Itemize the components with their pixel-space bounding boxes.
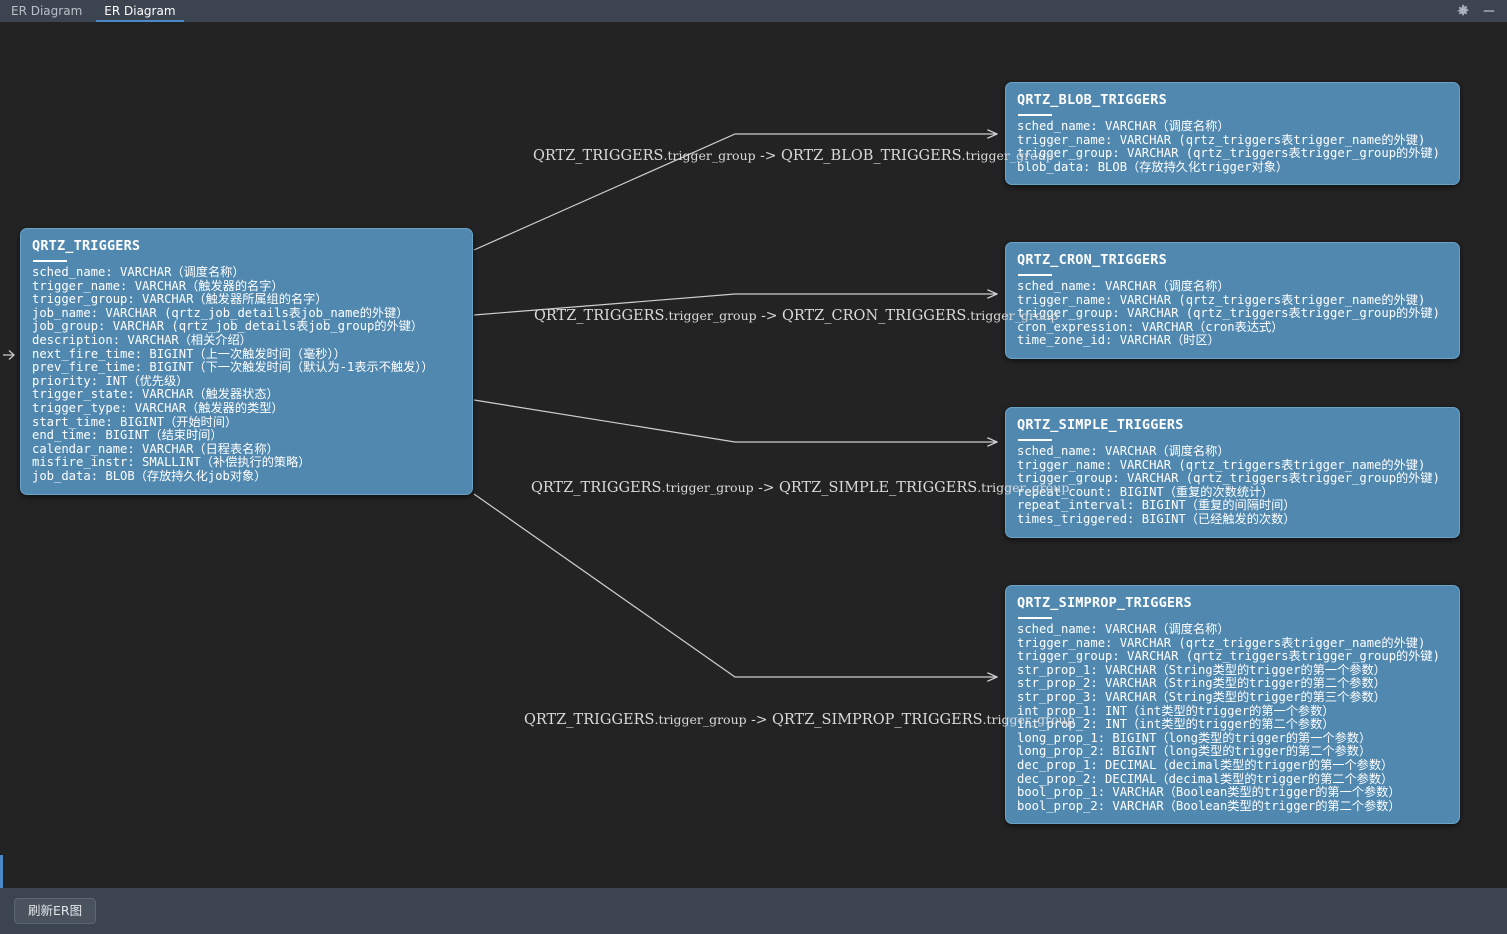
entity-field: job_data: BLOB（存放持久化job对象）: [32, 468, 267, 483]
entity-field: end_time: BIGINT（结束时间）: [32, 428, 223, 443]
entity-field: start_time: BIGINT（开始时间）: [32, 414, 238, 429]
entity-field: trigger_group: VARCHAR (qrtz_triggers表tr…: [1017, 649, 1440, 664]
entity-field: trigger_name: VARCHAR (qrtz_triggers表tri…: [1017, 132, 1426, 147]
entity-field: sched_name: VARCHAR（调度名称）: [1017, 119, 1230, 133]
edge-rel-simprop: [473, 493, 997, 677]
entity-field: repeat_interval: BIGINT（重复的间隔时间）: [1017, 498, 1296, 513]
entity-title-divider: [1018, 617, 1052, 619]
entity-field: trigger_state: VARCHAR（触发器状态）: [32, 387, 279, 402]
entity-field: trigger_group: VARCHAR (qrtz_triggers表tr…: [1017, 306, 1440, 321]
entity-field: priority: INT（优先级）: [32, 373, 189, 388]
entity-field: str_prop_1: VARCHAR（String类型的trigger的第一个…: [1017, 662, 1386, 677]
left-strip: [0, 22, 3, 888]
tab-er-diagram-1[interactable]: ER Diagram: [11, 4, 83, 18]
entity-field: sched_name: VARCHAR（调度名称）: [32, 265, 245, 279]
edge-label-rel-blob: QRTZ_TRIGGERS.trigger_group -> QRTZ_BLOB…: [533, 148, 1054, 164]
entity-qrtz_simple_triggers[interactable]: QRTZ_SIMPLE_TRIGGERS sched_name: VARCHAR（…: [1005, 407, 1460, 538]
entity-field: time_zone_id: VARCHAR（时区）: [1017, 333, 1220, 348]
minimize-icon[interactable]: [1482, 4, 1496, 18]
entity-field: job_name: VARCHAR (qrtz_job_details表job_…: [32, 305, 409, 320]
entity-field: trigger_name: VARCHAR（触发器的名字）: [32, 278, 284, 293]
entity-field-list: sched_name: VARCHAR（调度名称）trigger_name: V…: [32, 265, 461, 484]
entity-field: sched_name: VARCHAR（调度名称）: [1017, 622, 1230, 636]
entity-field: job_group: VARCHAR (qrtz_job_details表job…: [32, 319, 424, 334]
entity-field: bool_prop_1: VARCHAR（Boolean类型的trigger的第…: [1017, 785, 1401, 800]
entity-field: times_triggered: BIGINT（已经触发的次数）: [1017, 511, 1296, 526]
incoming-edge-arrow-icon: [1, 347, 17, 363]
titlebar-buttons: [1456, 0, 1507, 22]
entity-field: trigger_name: VARCHAR (qrtz_triggers表tri…: [1017, 457, 1426, 472]
entity-field: dec_prop_2: DECIMAL（decimal类型的trigger的第二…: [1017, 771, 1394, 786]
entity-title-divider: [1018, 439, 1052, 441]
bottom-toolbar: 刷新ER图: [0, 888, 1507, 934]
entity-field: trigger_name: VARCHAR (qrtz_triggers表tri…: [1017, 292, 1426, 307]
entity-title-divider: [1018, 274, 1052, 276]
entity-field: next_fire_time: BIGINT（上一次触发时间（毫秒））: [32, 346, 346, 361]
tab-er-diagram-2[interactable]: ER Diagram: [93, 0, 186, 22]
window-titlebar: ER Diagram ER Diagram: [0, 0, 1507, 22]
tab-strip: ER Diagram ER Diagram: [0, 0, 187, 22]
edge-label-rel-cron: QRTZ_TRIGGERS.trigger_group -> QRTZ_CRON…: [534, 308, 1059, 324]
edge-label-rel-simprop: QRTZ_TRIGGERS.trigger_group -> QRTZ_SIMP…: [524, 712, 1075, 728]
entity-title: QRTZ_TRIGGERS: [32, 238, 141, 254]
entity-title-divider: [1018, 114, 1052, 116]
entity-field: sched_name: VARCHAR（调度名称）: [1017, 279, 1230, 293]
entity-title: QRTZ_SIMPROP_TRIGGERS: [1017, 595, 1192, 611]
edge-rel-blob: [473, 134, 997, 251]
entity-field: description: VARCHAR（相关介绍）: [32, 332, 252, 347]
entity-field: trigger_group: VARCHAR (qrtz_triggers表tr…: [1017, 146, 1440, 161]
edge-label-rel-simple: QRTZ_TRIGGERS.trigger_group -> QRTZ_SIMP…: [531, 480, 1070, 496]
entity-field-list: sched_name: VARCHAR（调度名称）trigger_name: V…: [1017, 279, 1448, 348]
edge-rel-simple: [473, 399, 997, 442]
entity-field: long_prop_1: BIGINT（long类型的trigger的第一个参数…: [1017, 730, 1372, 745]
entity-field-list: sched_name: VARCHAR（调度名称）trigger_name: V…: [1017, 444, 1448, 527]
entity-qrtz_cron_triggers[interactable]: QRTZ_CRON_TRIGGERS sched_name: VARCHAR（调度…: [1005, 242, 1460, 359]
entity-field-list: sched_name: VARCHAR（调度名称）trigger_name: V…: [1017, 622, 1448, 813]
entity-qrtz_simprop_triggers[interactable]: QRTZ_SIMPROP_TRIGGERS sched_name: VARCHAR…: [1005, 585, 1460, 825]
entity-field: int_prop_1: INT（int类型的trigger的第一个参数）: [1017, 703, 1335, 718]
entity-field: str_prop_2: VARCHAR（String类型的trigger的第二个…: [1017, 676, 1386, 691]
entity-field: repeat_count: BIGINT（重复的次数统计）: [1017, 484, 1274, 499]
entity-field-list: sched_name: VARCHAR（调度名称）trigger_name: V…: [1017, 119, 1448, 174]
entity-field: calendar_name: VARCHAR（日程表名称）: [32, 441, 279, 456]
entity-field: long_prop_2: BIGINT（long类型的trigger的第二个参数…: [1017, 744, 1372, 759]
entity-field: sched_name: VARCHAR（调度名称）: [1017, 444, 1230, 458]
entity-field: misfire_instr: SMALLINT（补偿执行的策略）: [32, 455, 311, 470]
gear-icon[interactable]: [1456, 4, 1470, 18]
refresh-er-diagram-button[interactable]: 刷新ER图: [14, 898, 97, 924]
entity-field: trigger_name: VARCHAR (qrtz_triggers表tri…: [1017, 635, 1426, 650]
entity-title-divider: [33, 260, 67, 262]
entity-field: int_prop_2: INT（int类型的trigger的第二个参数）: [1017, 717, 1335, 732]
entity-title: QRTZ_BLOB_TRIGGERS: [1017, 92, 1167, 108]
entity-field: bool_prop_2: VARCHAR（Boolean类型的trigger的第…: [1017, 798, 1401, 813]
edge-rel-cron: [473, 294, 997, 316]
entity-field: trigger_type: VARCHAR（触发器的类型）: [32, 400, 284, 415]
titlebar-spacer: [187, 0, 1456, 22]
entity-field: str_prop_3: VARCHAR（String类型的trigger的第三个…: [1017, 689, 1386, 704]
entity-qrtz_blob_triggers[interactable]: QRTZ_BLOB_TRIGGERS sched_name: VARCHAR（调度…: [1005, 82, 1460, 186]
entity-field: prev_fire_time: BIGINT（下一次触发时间（默认为-1表示不触…: [32, 360, 434, 375]
entity-title: QRTZ_SIMPLE_TRIGGERS: [1017, 417, 1184, 433]
entity-field: trigger_group: VARCHAR（触发器所属组的名字）: [32, 292, 328, 307]
entity-field: trigger_group: VARCHAR (qrtz_triggers表tr…: [1017, 471, 1440, 486]
entity-field: cron_expression: VARCHAR（cron表达式）: [1017, 319, 1284, 334]
entity-field: dec_prop_1: DECIMAL（decimal类型的trigger的第一…: [1017, 757, 1394, 772]
entity-title: QRTZ_CRON_TRIGGERS: [1017, 252, 1167, 268]
entity-field: blob_data: BLOB（存放持久化trigger对象）: [1017, 159, 1289, 174]
left-strip-accent: [0, 855, 3, 888]
